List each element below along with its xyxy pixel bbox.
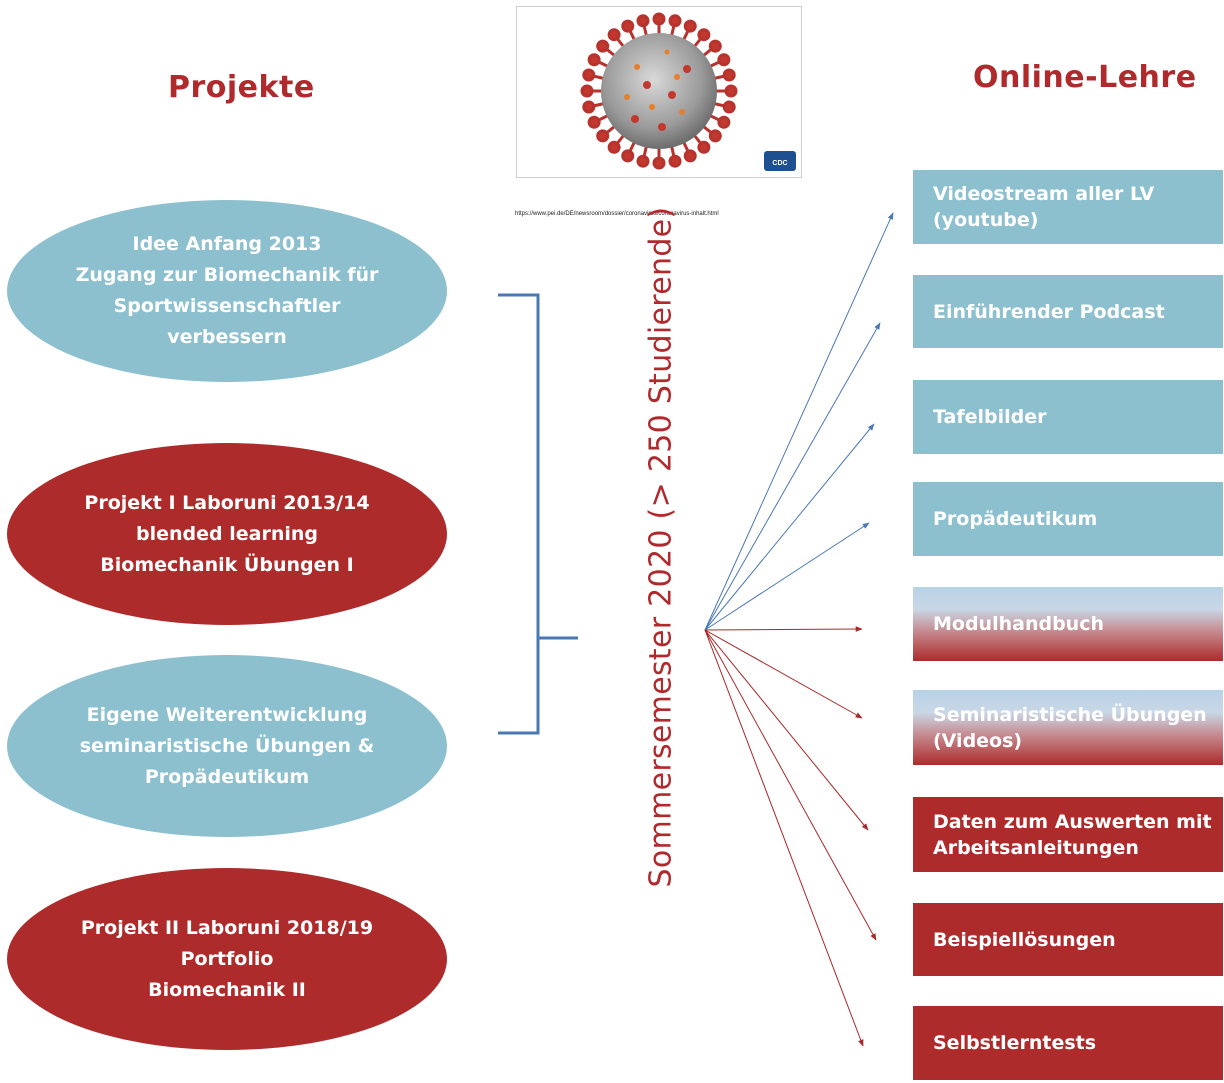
virus-spike-head: [607, 140, 621, 154]
project-weiterentwicklung: Eigene Weiterentwicklung seminaristische…: [7, 655, 447, 837]
virus-spike-head: [621, 19, 635, 33]
virus-spike-head: [582, 68, 596, 82]
arrow-modulhandbuch: [704, 626, 863, 632]
arrow-beispiel: [704, 629, 877, 941]
online-podcast: Einführender Podcast: [913, 275, 1223, 348]
virus-spike-head: [722, 68, 736, 82]
project-idee-2013: Idee Anfang 2013 Zugang zur Biomechanik …: [7, 200, 447, 382]
virus-spike-head: [724, 84, 738, 98]
heading-online-lehre: Online-Lehre: [973, 60, 1197, 95]
virus-spike-head: [652, 156, 666, 170]
virus-spike-head: [708, 39, 722, 53]
virus-spike-head: [717, 53, 731, 67]
arrow-daten: [704, 629, 869, 831]
project-laboruni-2: Projekt II Laboruni 2018/19 Portfolio Bi…: [7, 868, 447, 1050]
virus-spike-head: [668, 154, 682, 168]
arrow-seminaristische: [704, 629, 863, 719]
project-laboruni-1: Projekt I Laboruni 2013/14 blended learn…: [7, 443, 447, 625]
virus-spike-head: [697, 140, 711, 154]
virus-spike-head: [717, 115, 731, 129]
virus-illustration: CDC: [580, 12, 796, 171]
arrow-videostream: [704, 212, 894, 631]
arrow-tafelbilder: [704, 423, 875, 631]
virus-spike-head: [636, 14, 650, 28]
grouping-bracket: [498, 293, 578, 735]
virus-spike-head: [587, 115, 601, 129]
virus-spike-head: [683, 19, 697, 33]
online-daten-auswerten: Daten zum Auswerten mit Arbeitsanleitung…: [913, 797, 1223, 872]
virus-spike-head: [697, 28, 711, 42]
virus-spike-head: [582, 100, 596, 114]
online-beispielloesungen: Beispiellösungen: [913, 903, 1223, 976]
online-seminaristische-uebungen: Seminaristische Übungen (Videos): [913, 690, 1223, 765]
virus-spike-head: [621, 149, 635, 163]
virus-spike-head: [668, 14, 682, 28]
online-selbstlerntests: Selbstlerntests: [913, 1006, 1223, 1080]
online-tafelbilder: Tafelbilder: [913, 380, 1223, 454]
virus-spike-head: [596, 129, 610, 143]
semester-label: Sommersemester 2020 (> 250 Studierende): [643, 206, 679, 888]
virus-spike-head: [636, 154, 650, 168]
virus-spike-head: [580, 84, 594, 98]
image-source-url: https://www.pei.de/DE/newsroom/dossier/c…: [515, 211, 719, 217]
heading-projekte: Projekte: [168, 70, 315, 105]
virus-spike-head: [722, 100, 736, 114]
virus-spike-head: [652, 12, 666, 26]
cdc-badge: CDC: [764, 151, 796, 171]
virus-spike-head: [596, 39, 610, 53]
virus-spike-head: [683, 149, 697, 163]
virus-spike-head: [708, 129, 722, 143]
coronavirus-image: CDC: [516, 6, 802, 178]
online-videostream: Videostream aller LV (youtube): [913, 170, 1223, 244]
arrow-selbstlerntests: [704, 629, 864, 1047]
arrow-propaedeutikum: [704, 522, 870, 631]
online-modulhandbuch: Modulhandbuch: [913, 587, 1223, 661]
svg-text:CDC: CDC: [772, 160, 787, 167]
arrow-podcast: [704, 322, 881, 631]
online-propaedeutikum: Propädeutikum: [913, 482, 1223, 556]
virus-spike-head: [587, 53, 601, 67]
virus-spike-head: [607, 28, 621, 42]
